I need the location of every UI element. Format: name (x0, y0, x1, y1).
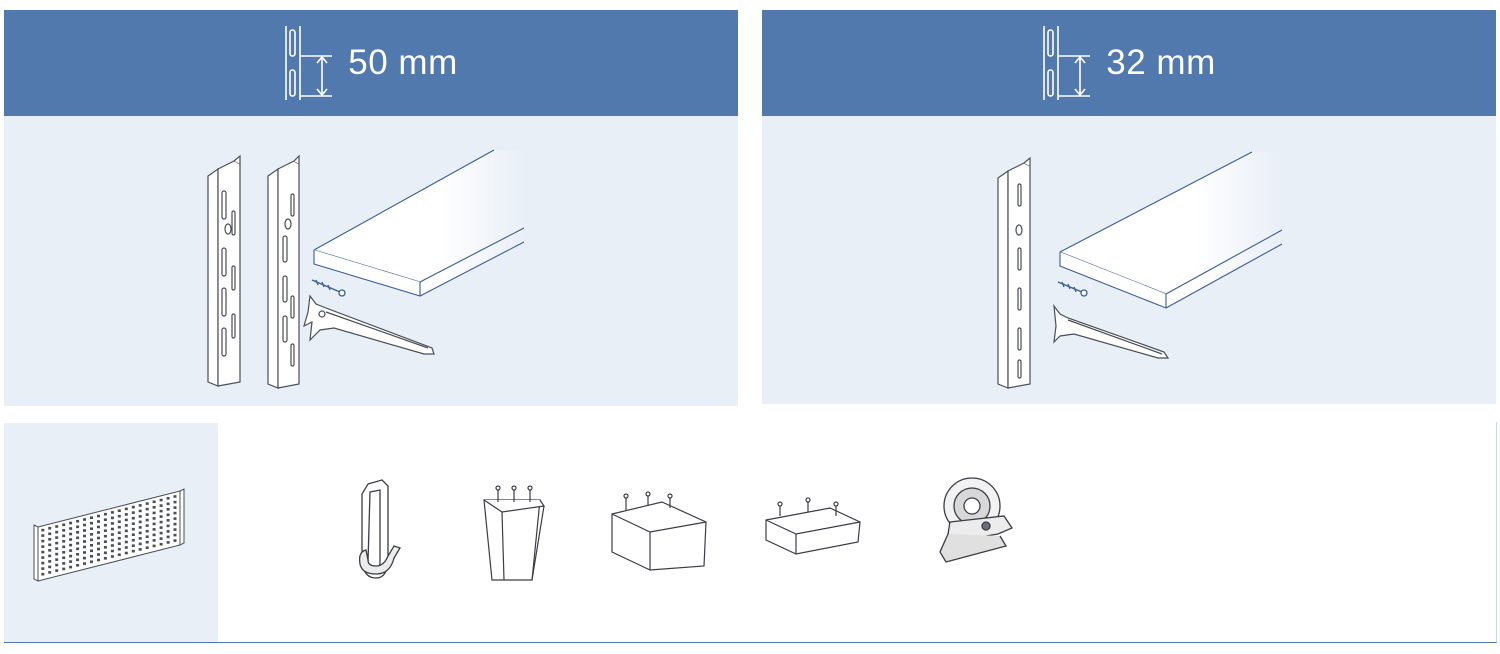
shelving-illustration-single-slot (762, 116, 1496, 404)
pegboard-panel-icon (33, 488, 185, 582)
slot-spacing-label: 50 mm (348, 43, 458, 82)
shelf-board (313, 149, 525, 297)
twin-slot-shelving-drawing (207, 149, 525, 389)
shallow-tray-item (760, 494, 866, 560)
box-basket-icon (611, 491, 707, 571)
shelving-illustration-twin-slot (4, 116, 738, 406)
tall-bin-item (474, 482, 554, 584)
screw (311, 279, 346, 297)
tape-holder-clip-item (928, 474, 1018, 570)
hook-icon (358, 479, 401, 579)
box-basket-item (604, 490, 714, 572)
upright-1 (207, 154, 241, 387)
upright (997, 156, 1031, 389)
panel-header-50mm: 50 mm (4, 10, 738, 116)
shelf-board (1059, 151, 1283, 309)
shallow-tray-icon (765, 497, 861, 555)
shelf-bracket (1053, 303, 1170, 359)
slot-spacing-icon (1043, 26, 1091, 100)
screw (1057, 281, 1088, 297)
single-slot-shelving-drawing (997, 151, 1283, 389)
slot-spacing-label: 32 mm (1106, 43, 1216, 82)
tall-bin-icon (483, 485, 546, 581)
slot-spacing-icon (285, 26, 333, 100)
hook-item (348, 478, 408, 586)
tape-holder-clip-icon (939, 477, 1013, 563)
panel-header-32mm: 32 mm (762, 10, 1496, 116)
upright-2 (267, 154, 300, 389)
accessories-area (4, 422, 1497, 643)
shelf-bracket (303, 294, 435, 355)
pegboard-box (4, 423, 218, 642)
